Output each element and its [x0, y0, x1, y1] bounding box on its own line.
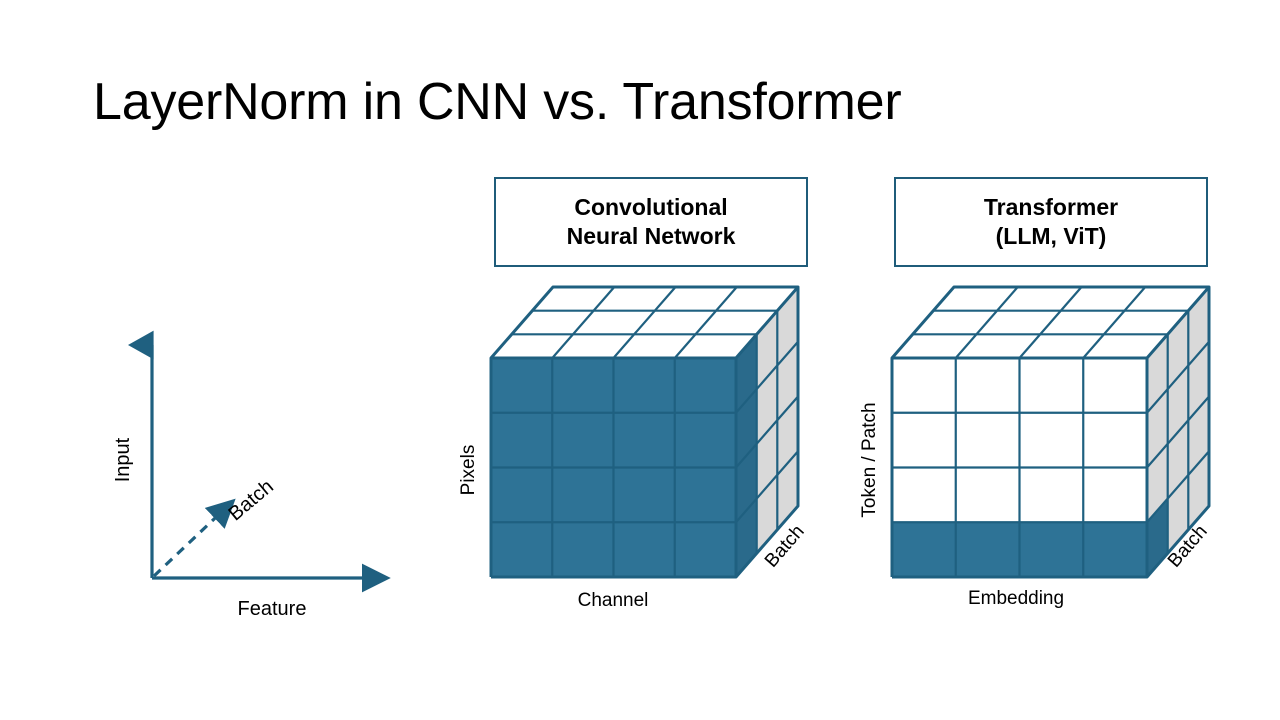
page-title: LayerNorm in CNN vs. Transformer — [93, 73, 902, 131]
panel-header-transformer: Transformer (LLM, ViT) — [894, 177, 1208, 267]
panel-header-cnn: Convolutional Neural Network — [494, 177, 808, 267]
y-axis-label: Input — [112, 437, 134, 482]
cnn-horizontal-axis-label: Channel — [578, 590, 649, 611]
cnn-cube: Pixels Channel Batch — [458, 285, 809, 611]
transformer-horizontal-axis-label: Embedding — [968, 588, 1064, 609]
diagonal-axis-label: Batch — [224, 476, 277, 526]
transformer-cube: Token / Patch Embedding Batch — [859, 285, 1212, 609]
transformer-vertical-axis-label: Token / Patch — [859, 402, 880, 517]
panel-header-transformer-line2: (LLM, ViT) — [995, 223, 1107, 249]
panel-header-cnn-line1: Convolutional — [574, 193, 728, 220]
panel-header-cnn-line2: Neural Network — [566, 223, 736, 249]
cnn-vertical-axis-label: Pixels — [458, 445, 479, 496]
x-axis-label: Feature — [238, 598, 307, 620]
panel-header-transformer-line1: Transformer — [983, 193, 1119, 220]
diagonal-axis-line — [152, 498, 236, 578]
